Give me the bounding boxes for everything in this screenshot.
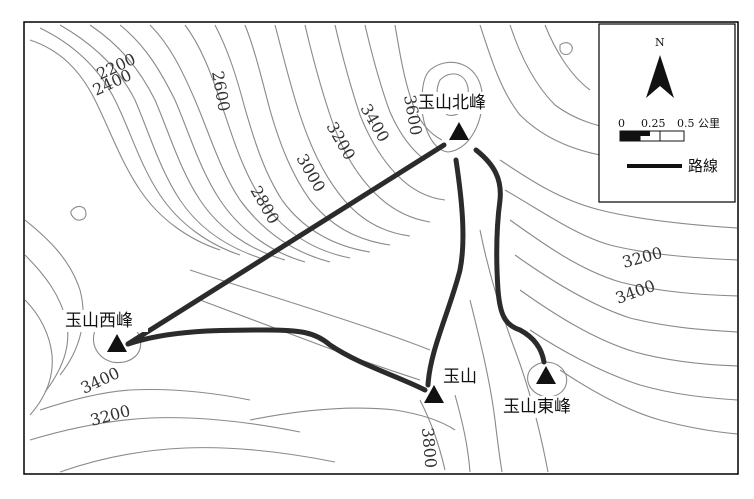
east-peak-icon (536, 366, 556, 384)
route-north-to-main (425, 157, 466, 388)
hiking-routes (125, 142, 547, 393)
peaks (107, 122, 556, 403)
main-peak-label: 玉山 (443, 367, 477, 387)
scale-tick-0: 0 (618, 117, 625, 130)
legend: N 0 0.25 0.5 公里 路線 (598, 23, 736, 203)
legend-box (598, 23, 736, 203)
route-west-to-north (125, 142, 447, 347)
route-west-to-main (125, 327, 428, 393)
main-peak-icon (424, 385, 444, 403)
route-legend-label: 路線 (688, 157, 718, 175)
route-north-to-east (473, 147, 547, 365)
contour-label-3800: 3800 (418, 427, 440, 469)
north-peak-icon (449, 122, 469, 140)
west-peak-label: 玉山西峰 (65, 311, 133, 331)
scale-unit: 公里 (698, 117, 720, 130)
scale-tick-05: 0.5 (677, 117, 695, 130)
scale-tick-025: 0.25 (641, 117, 666, 130)
north-arrow-icon (646, 55, 674, 98)
scale-bar (619, 130, 685, 142)
east-peak-label: 玉山東峰 (503, 397, 571, 417)
west-peak-icon (107, 334, 127, 352)
north-peak-label: 玉山北峰 (418, 93, 486, 113)
north-letter: N (655, 36, 665, 49)
